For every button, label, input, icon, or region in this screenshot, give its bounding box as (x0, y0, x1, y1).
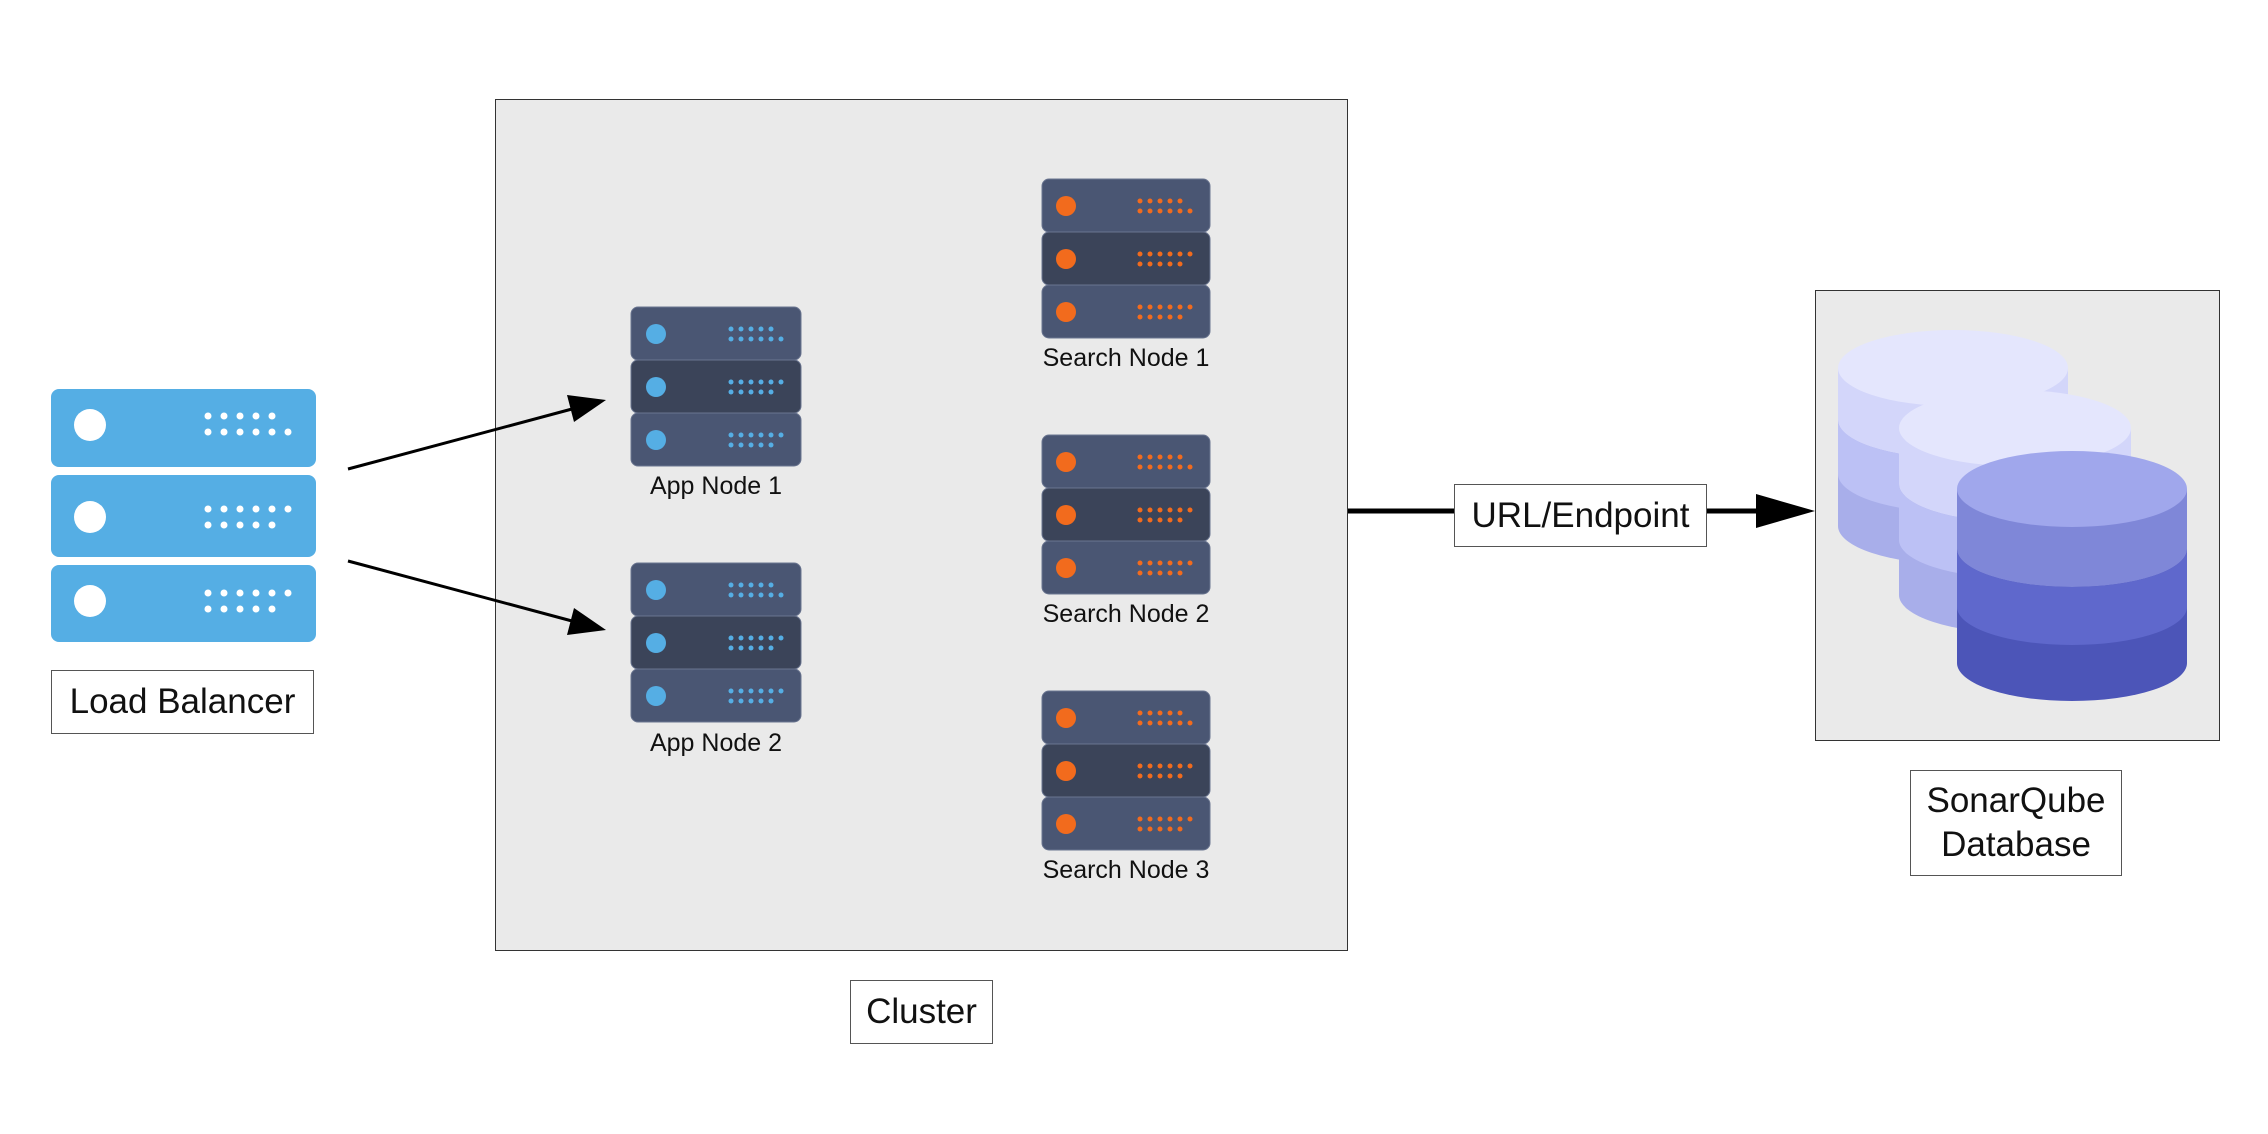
database-label-line2: Database (1941, 825, 2091, 864)
cluster-label: Cluster (850, 980, 993, 1044)
search-node-1-icon[interactable] (1041, 178, 1211, 339)
search-node-3-icon[interactable] (1041, 690, 1211, 851)
database-label-line1: SonarQube (1926, 781, 2106, 820)
app-node-1-label: App Node 1 (649, 472, 783, 500)
search-node-2-icon[interactable] (1041, 434, 1211, 595)
app-node-2-icon[interactable] (630, 562, 802, 723)
search-node-3-label: Search Node 3 (1042, 856, 1210, 884)
database-label: SonarQube Database (1910, 770, 2122, 876)
arrow-lb-to-app-node-1 (347, 395, 606, 471)
url-endpoint-label: URL/Endpoint (1454, 484, 1707, 547)
load-balancer-label: Load Balancer (51, 670, 314, 734)
lb-unit-2 (51, 475, 316, 557)
load-balancer-icon[interactable] (51, 389, 316, 642)
lb-unit-1 (51, 389, 316, 467)
search-node-2-label: Search Node 2 (1042, 600, 1210, 628)
arrow-cluster-to-database (1348, 494, 1815, 528)
search-node-1-label: Search Node 1 (1042, 344, 1210, 372)
arrow-lb-to-app-node-2 (347, 559, 606, 635)
lb-unit-3 (51, 565, 316, 642)
database-stack-icon[interactable] (1838, 330, 2187, 701)
app-node-1-icon[interactable] (630, 306, 802, 467)
app-node-2-label: App Node 2 (649, 729, 783, 757)
db-cylinder-front (1957, 451, 2187, 701)
